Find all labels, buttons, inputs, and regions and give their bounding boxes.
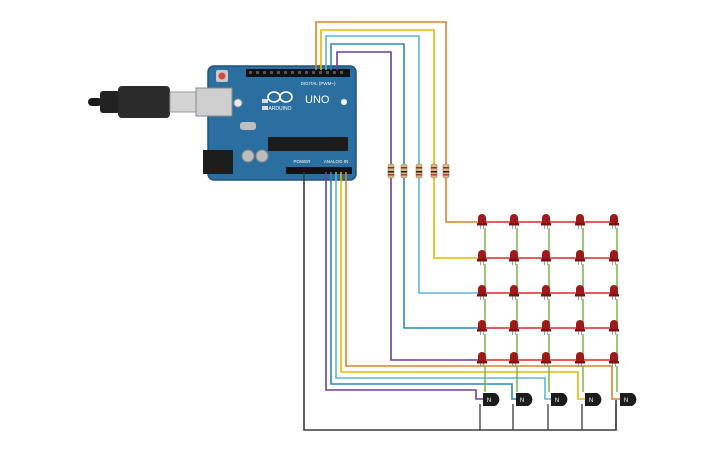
usb-port [195,87,233,117]
wire-cyan-base [335,172,552,400]
wire-black-gnd [303,172,617,431]
power-header [286,167,322,174]
usb-cable [88,86,199,118]
wire-purple-base [325,172,484,400]
resistor [442,163,450,179]
transistor-label: N [624,398,628,404]
led[interactable] [509,352,519,367]
led[interactable] [575,285,585,300]
transistor-label: N [555,398,559,404]
arduino-uno-board[interactable]: DIGITAL (PWM~) ARDUINO UNO POWER ANALOG … [88,65,357,181]
transistor-label: N [487,398,491,404]
resistor-array [387,163,450,179]
board-model: UNO [305,94,330,106]
led[interactable] [477,320,487,335]
led[interactable] [575,352,585,367]
led[interactable] [575,320,585,335]
led[interactable] [509,250,519,265]
transistor-wires [303,172,620,431]
led[interactable] [609,214,619,229]
digital-header-label: DIGITAL (PWM~) [301,81,336,86]
wire-orange-base [345,172,620,400]
led[interactable] [541,250,551,265]
led[interactable] [509,214,519,229]
wire-blue-base [330,172,518,400]
wire-cyan-col [325,35,482,294]
npn-transistor[interactable]: N [585,393,602,406]
wire-purple-col [336,51,482,361]
atmega-chip [268,137,348,151]
emitter-ground-bus [479,404,617,430]
wire-yellow-col [320,29,482,259]
led[interactable] [509,320,519,335]
wire-orange-col [315,21,482,223]
led[interactable] [609,250,619,265]
transistor-label: N [520,398,524,404]
led[interactable] [541,285,551,300]
led[interactable] [609,320,619,335]
led[interactable] [541,214,551,229]
led[interactable] [609,285,619,300]
arduino-logo [267,91,293,103]
led[interactable] [541,320,551,335]
crystal [240,122,256,130]
analog-header [320,167,352,174]
power-header-label: POWER [293,159,311,164]
npn-transistor[interactable]: N [620,393,637,406]
npn-transistor[interactable]: N [516,393,533,406]
wire-blue-col [330,43,482,329]
led[interactable] [477,285,487,300]
npn-transistor[interactable]: N [483,393,500,406]
board-brand: ARDUINO [268,106,291,112]
led[interactable] [509,285,519,300]
led[interactable] [477,214,487,229]
analog-header-label: ANALOG IN [324,159,349,164]
led[interactable] [609,352,619,367]
npn-transistor[interactable]: N [551,393,568,406]
led[interactable] [477,352,487,367]
wire-yellow-base [340,172,586,400]
led[interactable] [575,250,585,265]
resistor [387,163,395,179]
column-wires [315,21,482,361]
led[interactable] [575,214,585,229]
led-matrix [477,214,619,392]
power-jack [203,150,233,174]
led[interactable] [541,352,551,367]
resistor [415,163,423,179]
transistor-label: N [589,398,593,404]
resistor [430,163,438,179]
resistor [400,163,408,179]
led[interactable] [477,250,487,265]
